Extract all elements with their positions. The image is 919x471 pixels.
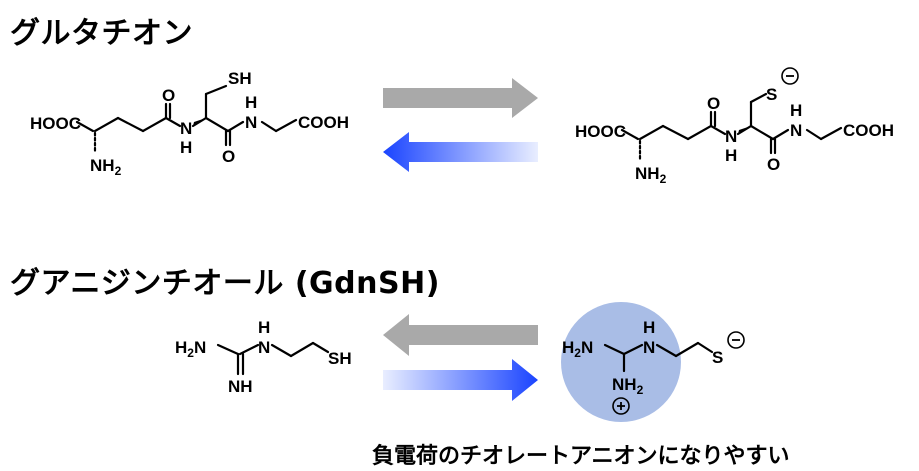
atom-cooh: COOH (298, 113, 349, 132)
atom-hooc: HOOC (30, 114, 81, 133)
atom-nh2: NH2 (635, 164, 667, 186)
atom-nh: NH (635, 164, 660, 183)
atom-sh: SH (328, 349, 352, 368)
subscript-2: 2 (574, 346, 581, 360)
atom-o: O (222, 147, 235, 166)
glutathione-thiolate-structure (620, 92, 843, 162)
atom-o: O (707, 94, 720, 113)
gdnsh-thiol-structure (216, 341, 330, 376)
positive-charge-icon (612, 397, 630, 415)
atom-h2n: H2N (562, 338, 593, 360)
atom-nh2: NH2 (612, 375, 644, 397)
atom-n: N (725, 127, 737, 146)
atom-h: H (725, 146, 737, 165)
reverse-arrow-blue (383, 132, 538, 172)
atom-hooc: HOOC (575, 122, 626, 141)
glutathione-thiol-structure (75, 84, 298, 154)
highlight-circle (561, 302, 681, 422)
atom-n: N (194, 338, 206, 357)
atom-s: S (712, 348, 723, 367)
stereo-wedge (193, 118, 206, 126)
atom-h: H (258, 318, 270, 337)
glutathione-title: グルタチオン (10, 16, 193, 51)
atom-nh2: NH2 (90, 156, 122, 178)
stereo-wedge (738, 126, 751, 134)
atom-nh: NH (228, 377, 253, 396)
subscript-2: 2 (660, 172, 667, 186)
atom-nh: NH (90, 156, 115, 175)
negative-charge-icon (781, 67, 799, 85)
gdnsh-thiolate-structure (603, 341, 714, 373)
reverse-arrow-gray (383, 314, 538, 356)
atom-sh: SH (228, 69, 252, 88)
atom-n: N (180, 119, 192, 138)
negative-charge-icon (727, 331, 745, 349)
atom-nh: NH (612, 375, 637, 394)
atom-o: O (162, 86, 175, 105)
subscript-2: 2 (637, 383, 644, 397)
atom-o: O (767, 155, 780, 174)
subscript-2: 2 (115, 164, 122, 178)
atom-h: H (643, 318, 655, 337)
subscript-2: 2 (187, 346, 194, 360)
caption-text: 負電荷のチオレートアニオンになりやすい (372, 444, 790, 469)
atom-h: H (245, 93, 257, 112)
atom-n: N (245, 113, 257, 132)
atom-h2n: H2N (175, 338, 206, 360)
forward-arrow-blue (383, 359, 538, 401)
atom-n: N (790, 121, 802, 140)
atom-h: H (180, 138, 192, 157)
gdnsh-title: グアニジンチオール (GdnSH) (10, 266, 440, 301)
atom-h: H (175, 338, 187, 357)
atom-s: S (766, 85, 777, 104)
atom-h: H (562, 338, 574, 357)
atom-n: N (581, 338, 593, 357)
atom-cooh: COOH (843, 121, 894, 140)
atom-h: H (790, 101, 802, 120)
forward-arrow-gray (383, 78, 538, 118)
atom-n: N (258, 338, 270, 357)
atom-n: N (643, 338, 655, 357)
